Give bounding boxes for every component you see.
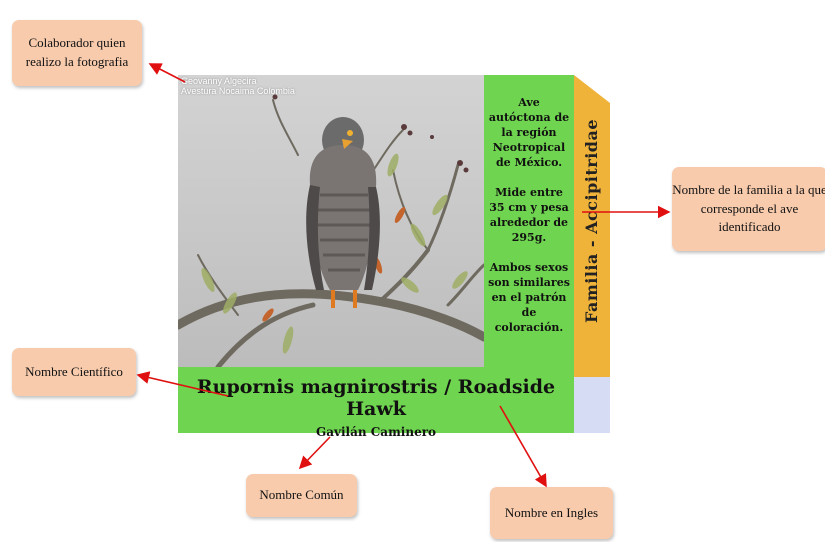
description-size: Mide entre 35 cm y pesa alrededor de 295… [489,186,569,244]
description-coloration: Ambos sexos son similares en el patrón d… [488,261,570,334]
family-strip [574,75,610,433]
hawk-illustration [178,94,484,367]
description-origin: Ave autóctona de la región Neotropical d… [488,96,570,169]
photo-credit-name: Geovanny Algecira [181,76,257,86]
common-name: Gavilán Caminero [315,425,437,439]
name-band: Rupornis magnirostris / Roadside Hawk Ga… [178,367,574,439]
photo-credit-org: Avestura Nocaima Colombia [181,86,295,96]
bird-photo: Geovanny Algecira Avestura Nocaima Colom… [178,75,484,367]
callout-photographer: Colaborador quien realizo la fotografia [12,20,142,86]
photo-credit: Geovanny Algecira Avestura Nocaima Colom… [181,76,295,96]
scientific-english-name: Rupornis magnirostris / Roadside Hawk [196,376,556,420]
bird-card: Geovanny Algecira Avestura Nocaima Colom… [178,75,610,439]
callout-common-name: Nombre Común [246,474,357,517]
callout-photographer-text: Colaborador quien realizo la fotografia [25,35,129,69]
callout-english-text: Nombre en Ingles [504,504,599,520]
callout-english-name: Nombre en Ingles [490,487,613,539]
family-label: Familia - Accipitridae [582,118,601,324]
callout-scientific-text: Nombre Científico [25,363,123,379]
callout-family-text: Nombre de la familia a la que correspond… [672,181,825,235]
callout-scientific-name: Nombre Científico [12,348,136,396]
callout-common-text: Nombre Común [259,487,344,503]
description-panel: Ave autóctona de la región Neotropical d… [484,75,574,367]
arrow-to-common [298,436,331,470]
callout-family-name: Nombre de la familia a la que correspond… [672,167,825,251]
